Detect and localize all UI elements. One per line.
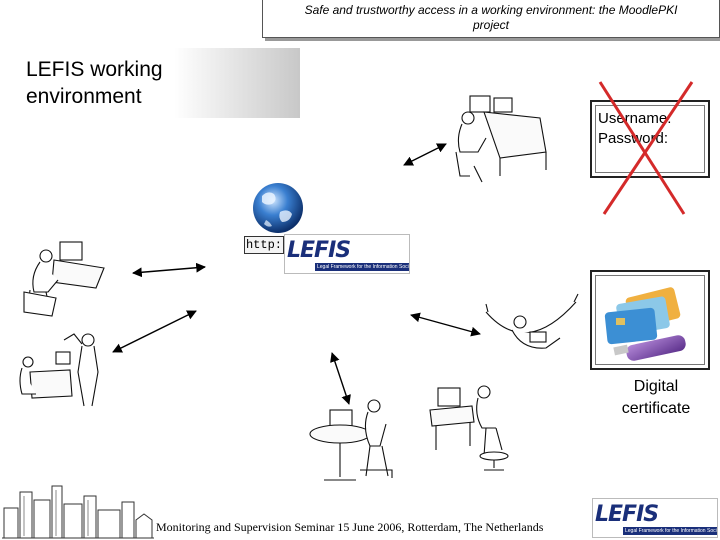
http-badge: http:: [244, 236, 284, 254]
certificate-label-line1: Digital: [633, 378, 679, 395]
header-caption: Safe and trustworthy access in a working…: [262, 0, 720, 38]
header-caption-line2: project: [472, 18, 510, 32]
usb-token-icon: [613, 335, 686, 361]
person-at-desk-icon: [429, 385, 509, 471]
certificate-label: Digital certificate: [600, 376, 712, 420]
login-box: Username: Password:: [590, 100, 710, 178]
header-caption-line1: Safe and trustworthy access in a working…: [304, 3, 678, 17]
arrow-left-lower: [112, 310, 197, 353]
city-skyline-icon: [2, 485, 154, 539]
eu-flag-icon: [326, 240, 646, 516]
lefis-logo-text: LEFIS: [287, 238, 351, 263]
footer-lefis-logo: LEFIS Legal Framework for the Informatio…: [592, 498, 718, 538]
person-at-desk-icon: [23, 241, 105, 317]
person-at-desk-icon: [455, 95, 547, 183]
person-in-hammock-icon: [485, 293, 579, 349]
footer-text: Monitoring and Supervision Seminar 15 Ju…: [156, 520, 544, 534]
slide-title: LEFIS working environment: [26, 56, 276, 110]
arrow-right-hammock: [410, 312, 481, 337]
person-at-desk-icon: [19, 333, 99, 407]
lefis-logo: LEFIS Legal Framework for the Informatio…: [284, 234, 410, 274]
slide-title-line1: LEFIS working: [26, 58, 163, 81]
certificate-label-line2: certificate: [621, 400, 691, 417]
globe-icon: [253, 183, 303, 233]
certificate-box-inner: [595, 275, 705, 365]
login-box-inner: [595, 105, 705, 173]
slide-title-line2: environment: [26, 85, 142, 108]
title-gradient-bar: [20, 48, 300, 118]
person-at-desk-icon: [309, 399, 393, 481]
lefis-logo-subtitle: Legal Framework for the Information Soci…: [315, 263, 409, 271]
arrow-desk-top: [403, 143, 447, 166]
footer-lefis-logo-text: LEFIS: [595, 502, 659, 527]
footer-lefis-logo-subtitle: Legal Framework for the Information Soci…: [623, 527, 717, 535]
partner-emblem-icon: [358, 238, 716, 518]
username-label: Username:: [598, 110, 672, 127]
smart-card-icon: [604, 287, 681, 345]
arrow-bottom-center: [330, 352, 351, 405]
arrow-left-upper: [132, 262, 206, 278]
cross-out-mark: [598, 81, 694, 215]
